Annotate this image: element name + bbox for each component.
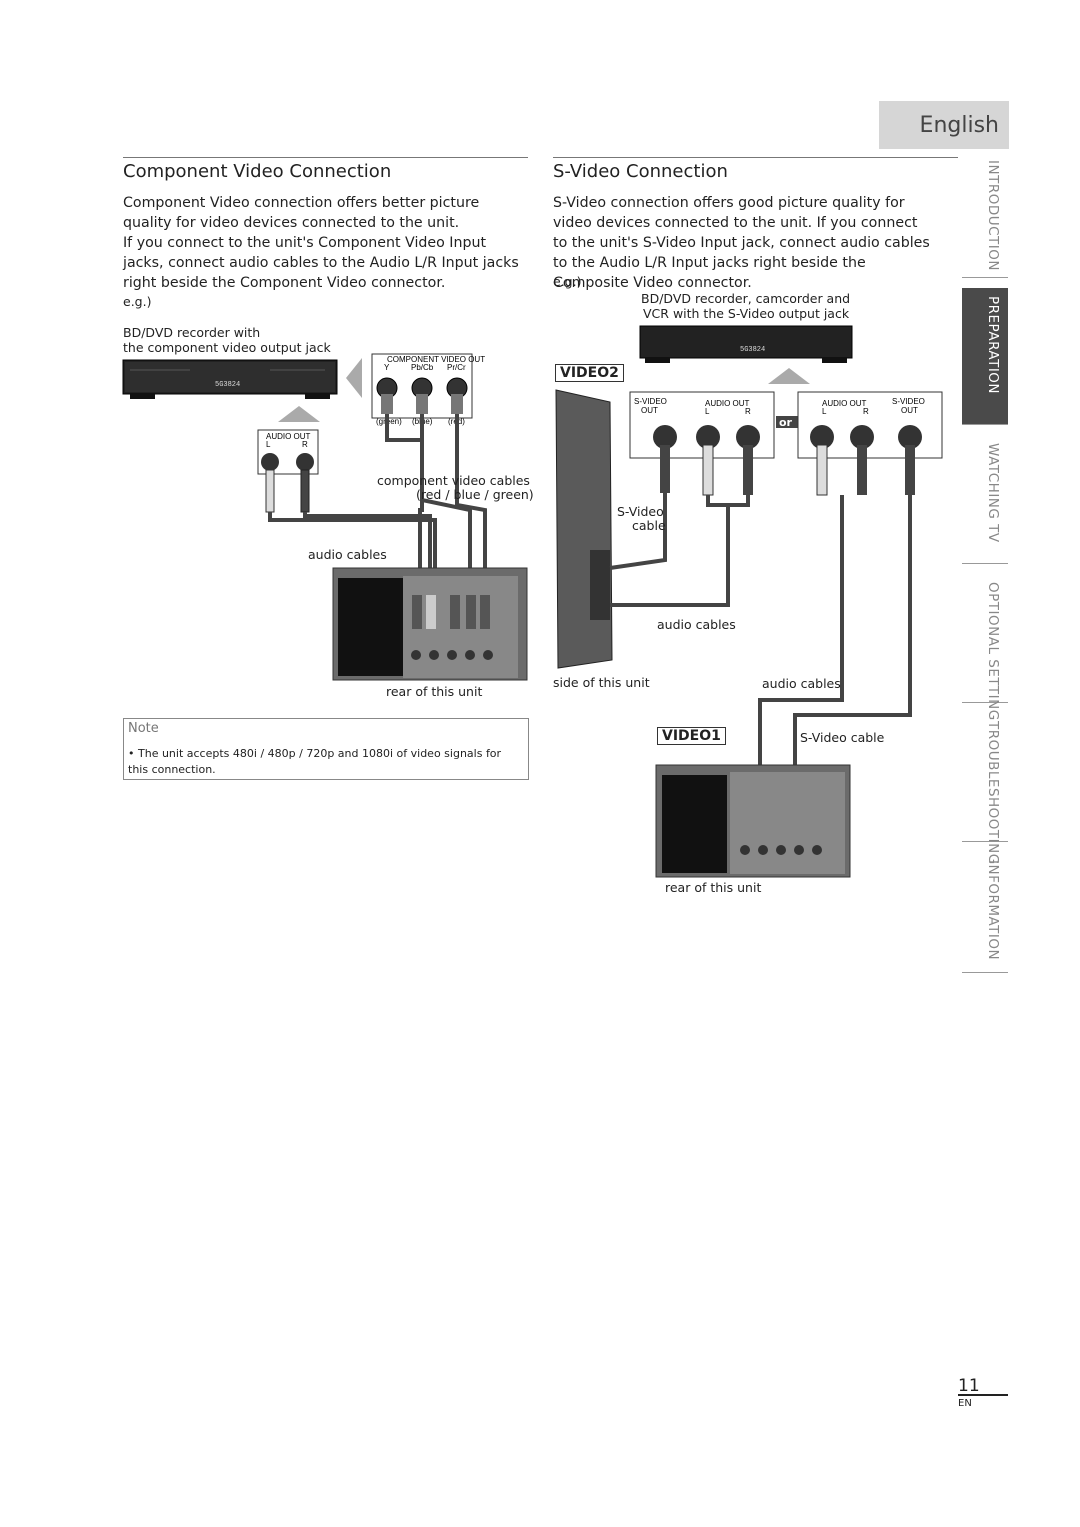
audio-out-2: AUDIO OUT (822, 399, 867, 408)
svideo-paragraph: S-Video connection offers good picture q… (553, 195, 930, 291)
component-eg: e.g.) (123, 294, 152, 309)
comp-cables-label-1: component video cables (377, 473, 530, 488)
rear-label-right: rear of this unit (665, 880, 762, 895)
audio-cables-label: audio cables (308, 547, 387, 562)
recorder-display: 5G3824 (215, 381, 240, 389)
component-paragraph-2: If you connect to the unit's Component V… (123, 235, 519, 291)
arrow-left-icon (346, 358, 362, 398)
svideo-cable-label-3: S-Video cable (800, 730, 885, 745)
side-tab-watching-tv[interactable]: WATCHING TV (962, 435, 1008, 564)
audio-l-1: L (705, 407, 710, 416)
component-title: Component Video Connection (123, 161, 392, 182)
side-of-unit-label: side of this unit (553, 675, 650, 690)
svideo-out-2b: OUT (901, 406, 918, 415)
note-box: Note • The unit accepts 480i / 480p / 72… (123, 718, 529, 780)
svideo-device-label-1: BD/DVD recorder, camcorder and (641, 291, 851, 306)
component-diagram: 5G3824 COMPONENT VIDEO OUT Y Pb/Cb Pr/Cr… (122, 353, 528, 681)
side-tab-preparation[interactable]: PREPARATION (962, 288, 1008, 425)
side-tab-label: TROUBLESHOOTING (985, 721, 1001, 865)
audio-r-1: R (745, 407, 751, 416)
side-tab-information[interactable]: INFORMATION (962, 852, 1008, 973)
audio-cables-label-1: audio cables (657, 617, 736, 632)
side-tab-label: INFORMATION (985, 860, 1001, 961)
svideo-cable-label-1: S-Video (617, 504, 664, 519)
rear-label-left: rear of this unit (386, 684, 483, 699)
arrow-up-icon (278, 406, 320, 422)
audio-r-2: R (863, 407, 869, 416)
svideo-recorder-display: 5G3824 (740, 346, 765, 354)
audio-l-label: L (266, 440, 271, 449)
comp-cables-label-2: (red / blue / green) (416, 487, 534, 502)
note-heading: Note (128, 721, 159, 736)
svideo-title: S-Video Connection (553, 161, 728, 182)
component-paragraph-1: Component Video connection offers better… (123, 195, 480, 231)
page-number: 11 (958, 1376, 980, 1396)
side-nav: INTRODUCTION PREPARATION WATCHING TV OPT… (962, 152, 1008, 973)
or-label: or (779, 416, 793, 429)
side-tab-label: PREPARATION (985, 296, 1001, 395)
svideo-title-rule (553, 157, 958, 158)
svideo-eg: e.g.) (553, 274, 582, 289)
component-device-label-1: BD/DVD recorder with (123, 325, 261, 340)
side-tab-optional-setting[interactable]: OPTIONAL SETTING (962, 574, 1008, 721)
svideo-cable-label-2: cable (632, 518, 666, 533)
side-tab-label: INTRODUCTION (985, 160, 1001, 271)
audio-cables-label-2: audio cables (762, 676, 841, 691)
svideo-diagram: 5G3824 S-VIDEO OUT AUDIO OUT L R or AUDI… (555, 325, 943, 878)
audio-out-1: AUDIO OUT (705, 399, 750, 408)
side-tab-label: OPTIONAL SETTING (985, 582, 1001, 721)
note-text-content: The unit accepts 480i / 480p / 720p and … (128, 747, 502, 776)
side-tab-label: WATCHING TV (985, 443, 1001, 543)
comp-y-label: Y (384, 363, 390, 372)
svideo-device-label-2: VCR with the S-Video output jack (643, 306, 850, 321)
language-label: English (919, 113, 999, 138)
svideo-out-1a: S-VIDEO (634, 397, 667, 406)
page-number-rule (958, 1394, 1008, 1396)
svideo-recorder: 5G3824 (639, 325, 853, 363)
language-tab: English (879, 101, 1009, 149)
svideo-out-2a: S-VIDEO (892, 397, 925, 406)
comp-out-label: COMPONENT VIDEO OUT (387, 355, 485, 364)
video1-label: VIDEO1 (657, 727, 726, 745)
component-device-label-2: the component video output jack (123, 340, 331, 355)
video2-label: VIDEO2 (555, 364, 624, 382)
svideo-out-1b: OUT (641, 406, 658, 415)
note-text: • The unit accepts 480i / 480p / 720p an… (128, 747, 502, 776)
color-green-label: (green) (376, 417, 402, 426)
side-tab-troubleshooting[interactable]: TROUBLESHOOTING (962, 713, 1008, 865)
arrow-up-icon-2 (768, 368, 810, 384)
comp-pr-label: Pr/Cr (447, 363, 466, 372)
audio-l-2: L (822, 407, 827, 416)
audio-r-label: R (302, 440, 308, 449)
side-tab-introduction[interactable]: INTRODUCTION (962, 152, 1008, 278)
bd-dvd-recorder: 5G3824 (122, 359, 338, 399)
lang-code: EN (958, 1398, 972, 1409)
audio-out-label: AUDIO OUT (266, 432, 311, 441)
component-title-rule (123, 157, 528, 158)
comp-pb-label: Pb/Cb (411, 363, 434, 372)
